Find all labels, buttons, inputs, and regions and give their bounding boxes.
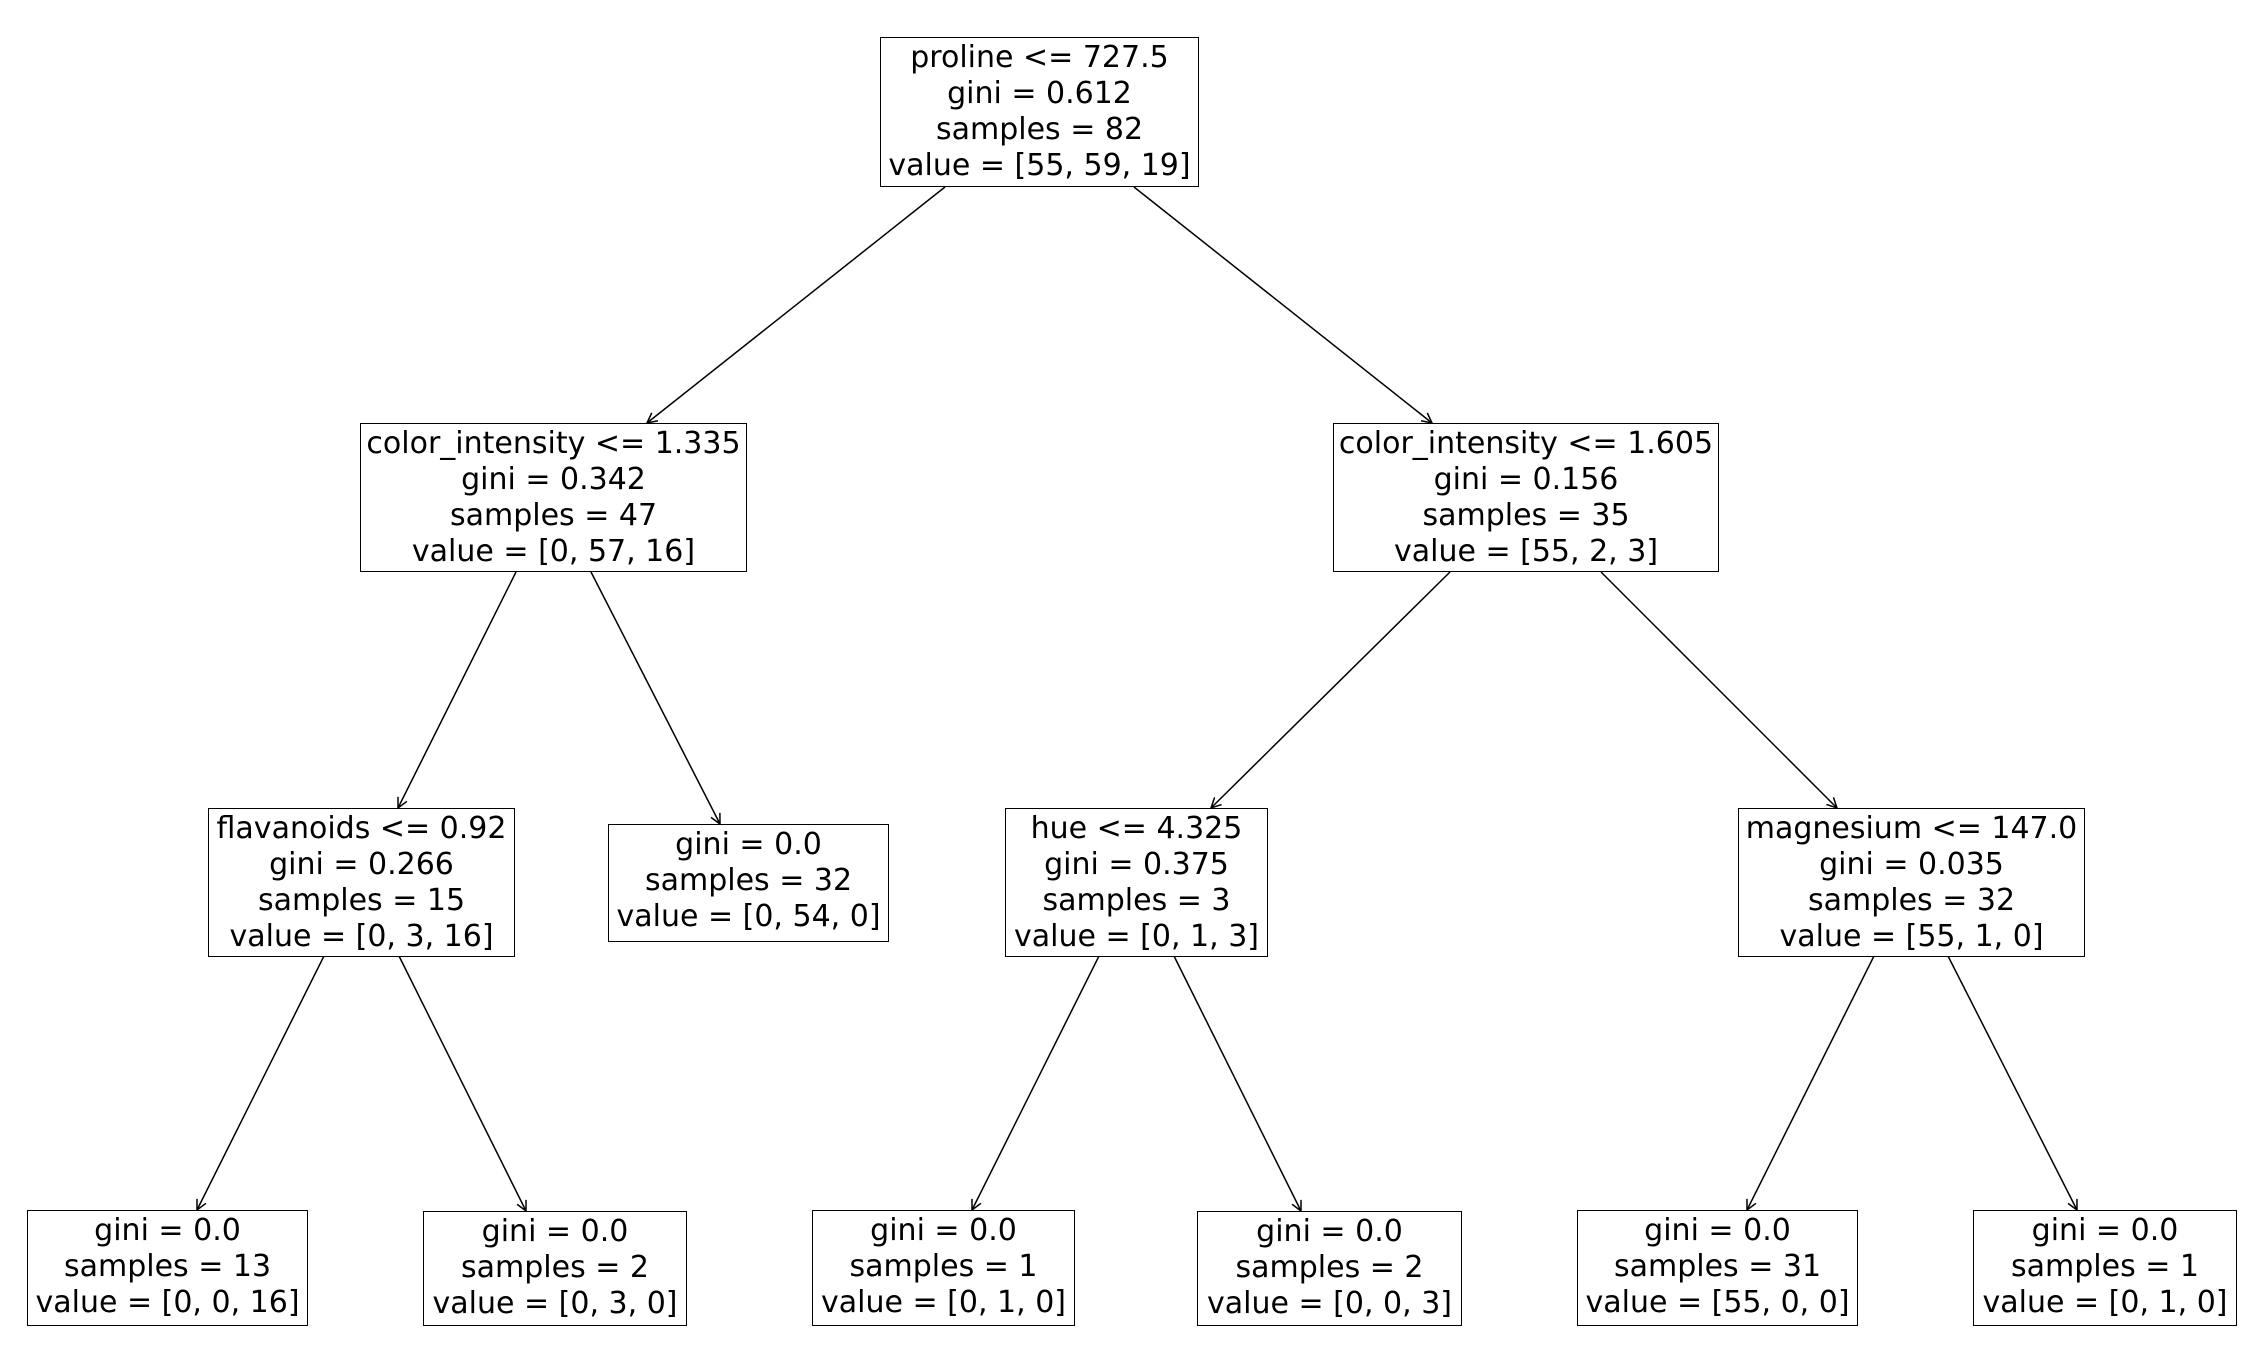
edge-flavanoids-to-leaf2 [398,955,527,1213]
edge-root-to-left-split [645,186,946,425]
edge-root-to-right-split [1133,186,1434,425]
node-gini: gini = 0.612 [947,76,1132,111]
node-value: value = [55, 2, 3] [1393,534,1659,569]
node-value: value = [0, 3, 16] [229,919,494,954]
tree-node-flavanoids: flavanoids <= 0.92 gini = 0.266 samples … [208,808,515,957]
edge-left-split-to-mid-leaf [590,571,721,826]
node-value: value = [0, 1, 0] [1982,1285,2228,1320]
tree-leaf-2: gini = 0.0 samples = 2 value = [0, 3, 0] [423,1211,687,1326]
tree-leaf-3: gini = 0.0 samples = 1 value = [0, 1, 0] [812,1210,1075,1326]
node-gini: gini = 0.035 [1819,847,2004,882]
node-gini: gini = 0.375 [1044,847,1229,882]
node-samples: samples = 31 [1613,1249,1822,1284]
tree-node-hue: hue <= 4.325 gini = 0.375 samples = 3 va… [1005,808,1268,957]
node-samples: samples = 2 [461,1250,649,1285]
node-value: value = [0, 0, 16] [35,1285,300,1320]
node-gini: gini = 0.342 [461,462,646,497]
node-samples: samples = 1 [849,1249,1038,1284]
node-value: value = [55, 59, 19] [888,148,1191,183]
node-samples: samples = 15 [257,883,466,918]
node-samples: samples = 47 [449,498,658,533]
node-samples: samples = 82 [935,112,1144,147]
edge-flavanoids-to-leaf1 [196,955,325,1212]
node-samples: samples = 2 [1235,1250,1424,1285]
tree-leaf-4: gini = 0.0 samples = 2 value = [0, 0, 3] [1197,1211,1462,1326]
edge-hue-to-leaf4 [1173,955,1302,1213]
tree-leaf-6: gini = 0.0 samples = 1 value = [0, 1, 0] [1973,1210,2237,1326]
node-gini: gini = 0.0 [2031,1213,2179,1248]
node-condition: proline <= 727.5 [910,40,1169,75]
tree-node-magnesium: magnesium <= 147.0 gini = 0.035 samples … [1738,808,2085,957]
node-condition: flavanoids <= 0.92 [216,811,507,846]
node-value: value = [0, 0, 3] [1207,1286,1452,1321]
node-gini: gini = 0.0 [1644,1213,1791,1248]
tree-leaf-5: gini = 0.0 samples = 31 value = [55, 0, … [1577,1210,1858,1326]
node-samples: samples = 1 [2011,1249,2199,1284]
node-gini: gini = 0.0 [94,1213,241,1248]
node-samples: samples = 32 [1807,883,2016,918]
node-value: value = [0, 57, 16] [411,534,696,569]
node-value: value = [0, 1, 0] [821,1285,1066,1320]
node-value: value = [0, 3, 0] [432,1286,678,1321]
edge-left-split-to-flavanoids [397,571,517,810]
tree-leaf-1: gini = 0.0 samples = 13 value = [0, 0, 1… [27,1210,308,1326]
node-gini: gini = 0.0 [1256,1214,1403,1249]
node-condition: hue <= 4.325 [1030,811,1243,846]
node-samples: samples = 32 [644,863,853,898]
node-condition: color_intensity <= 1.335 [366,426,741,461]
edge-hue-to-leaf3 [971,955,1100,1212]
node-samples: samples = 35 [1422,498,1630,533]
edge-magnesium-to-leaf6 [1947,955,2078,1212]
node-samples: samples = 3 [1042,883,1231,918]
node-value: value = [0, 1, 3] [1014,919,1259,954]
node-samples: samples = 13 [63,1249,272,1284]
node-gini: gini = 0.0 [481,1214,629,1249]
edge-magnesium-to-leaf5 [1746,955,1875,1212]
node-gini: gini = 0.0 [675,827,822,862]
node-gini: gini = 0.0 [870,1213,1017,1248]
node-value: value = [55, 1, 0] [1779,919,2044,954]
node-value: value = [55, 0, 0] [1585,1285,1850,1320]
edge-right-split-to-magnesium [1600,571,1839,810]
tree-node-color-intensity-left: color_intensity <= 1.335 gini = 0.342 sa… [360,423,747,572]
tree-leaf-mid: gini = 0.0 samples = 32 value = [0, 54, … [608,824,889,942]
node-condition: magnesium <= 147.0 [1745,811,2078,846]
node-gini: gini = 0.156 [1433,462,1619,497]
tree-node-root-proline: proline <= 727.5 gini = 0.612 samples = … [880,37,1199,187]
node-gini: gini = 0.266 [269,847,454,882]
edge-right-split-to-hue [1209,571,1451,810]
tree-node-color-intensity-right: color_intensity <= 1.605 gini = 0.156 sa… [1333,423,1719,572]
node-condition: color_intensity <= 1.605 [1338,426,1714,461]
node-value: value = [0, 54, 0] [616,899,881,934]
